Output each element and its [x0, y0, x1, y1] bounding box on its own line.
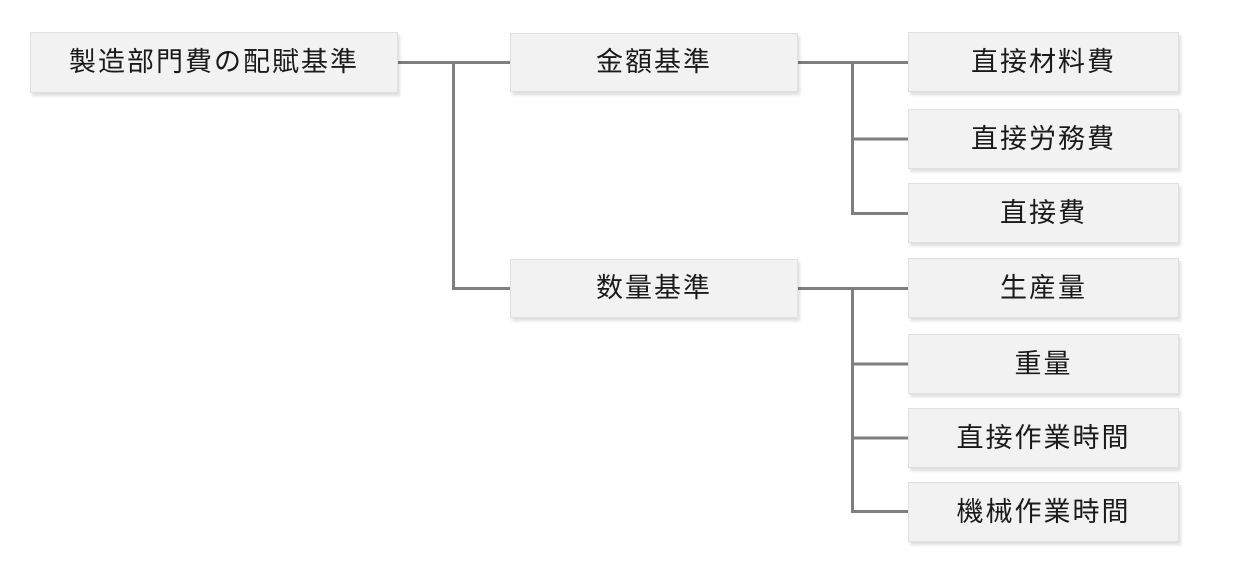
node-direct-labor-cost-label: 直接労務費: [971, 123, 1116, 154]
node-quantity-basis: 数量基準: [510, 259, 798, 318]
node-direct-material-cost-label: 直接材料費: [971, 46, 1116, 77]
node-direct-material-cost: 直接材料費: [908, 32, 1179, 92]
node-machine-operating-hours-label: 機械作業時間: [956, 496, 1131, 527]
node-direct-expenses-label: 直接費: [1000, 197, 1087, 228]
node-direct-expenses: 直接費: [908, 183, 1179, 243]
node-weight: 重量: [908, 334, 1179, 394]
node-allocation-basis-root: 製造部門費の配賦基準: [30, 32, 398, 93]
node-direct-labor-cost: 直接労務費: [908, 109, 1179, 169]
node-production-volume-label: 生産量: [1000, 272, 1087, 303]
node-amount-basis-label: 金額基準: [596, 47, 712, 77]
node-direct-labor-hours-label: 直接作業時間: [956, 422, 1131, 453]
node-machine-operating-hours: 機械作業時間: [908, 482, 1179, 542]
node-production-volume: 生産量: [908, 258, 1179, 318]
node-weight-label: 重量: [1014, 348, 1073, 379]
node-direct-labor-hours: 直接作業時間: [908, 408, 1179, 468]
node-amount-basis: 金額基準: [510, 33, 798, 92]
node-quantity-basis-label: 数量基準: [596, 273, 712, 303]
node-allocation-basis-root-label: 製造部門費の配賦基準: [69, 47, 359, 77]
